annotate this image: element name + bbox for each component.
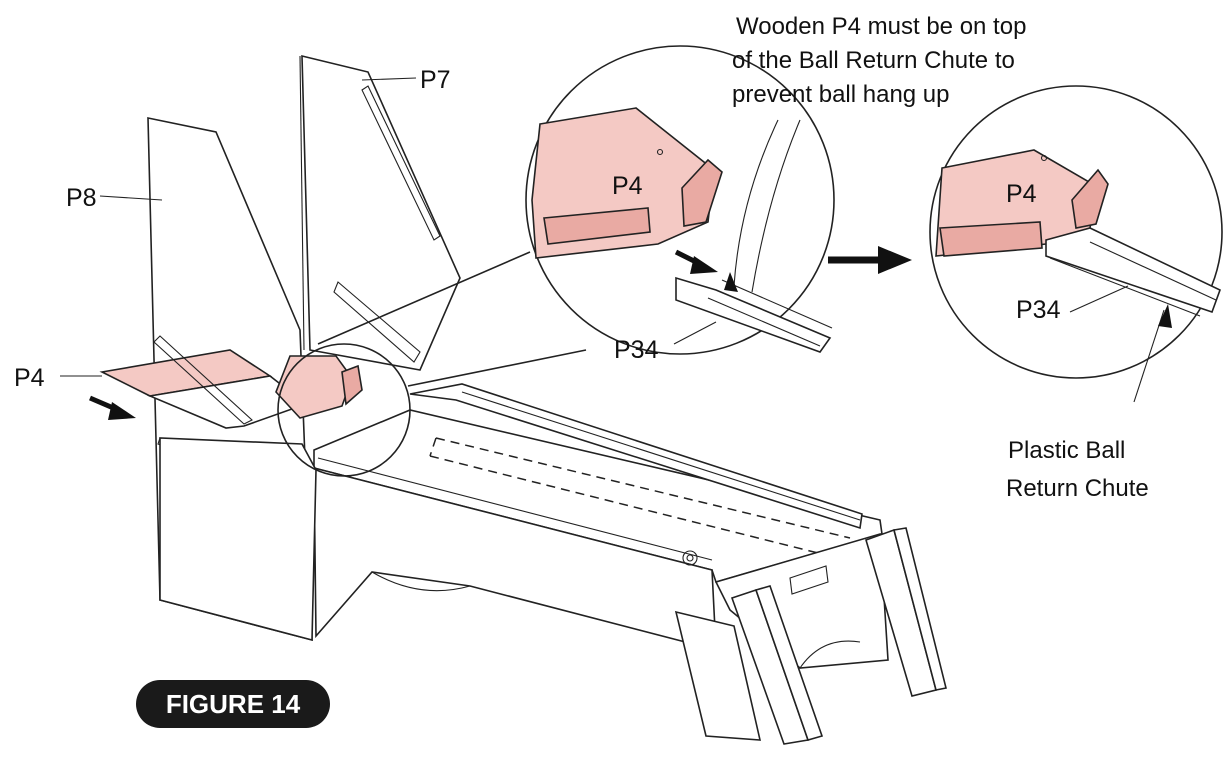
label-p4-zoom-left: P4	[612, 172, 643, 200]
result-arrow	[828, 246, 912, 274]
lane-table	[159, 383, 947, 745]
back-panel-p7	[299, 54, 461, 371]
note-top-line-2: of the Ball Return Chute to	[732, 47, 1015, 74]
label-p34-zoom-right: P34	[1016, 296, 1061, 324]
note-top-line-1: Wooden P4 must be on top	[736, 13, 1026, 40]
figure-badge: FIGURE 14	[136, 680, 330, 728]
shelf-p4	[99, 335, 363, 429]
insertion-arrow-main	[89, 395, 136, 420]
insertion-arrow-zoom	[674, 249, 718, 274]
label-p8: P8	[66, 184, 97, 212]
label-p4-zoom-right: P4	[1006, 180, 1037, 208]
note-chute-line-1: Plastic Ball	[1008, 437, 1125, 464]
note-top-line-3: prevent ball hang up	[732, 81, 950, 108]
label-p34-zoom-left: P34	[614, 336, 659, 364]
detail-circle-2	[929, 85, 1223, 379]
figure-badge-text: FIGURE 14	[166, 689, 301, 719]
label-p4-main: P4	[14, 364, 45, 392]
label-p7: P7	[420, 66, 451, 94]
leader-lines	[60, 77, 1172, 403]
detail-circle-small	[277, 251, 587, 477]
detail-circle-1	[525, 45, 835, 355]
note-chute-line-2: Return Chute	[1006, 475, 1149, 502]
